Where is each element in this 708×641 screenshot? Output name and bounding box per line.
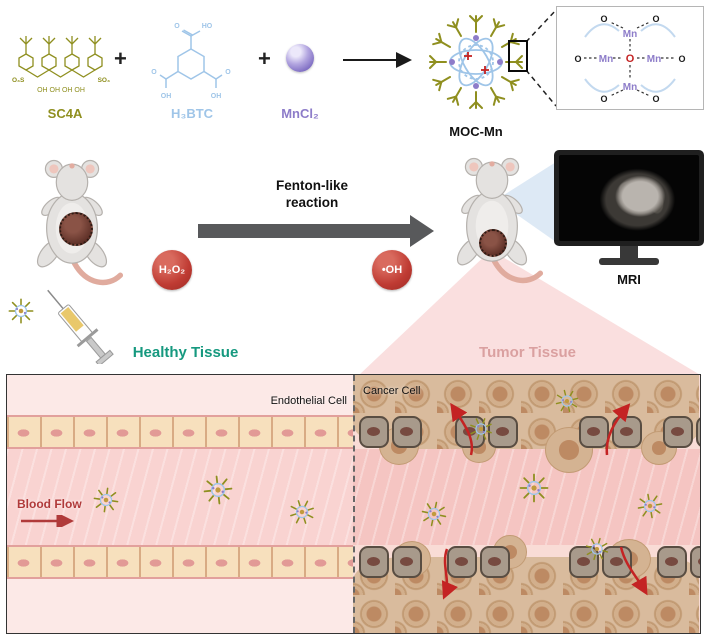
moc-particle-icon <box>202 474 235 507</box>
mncl2-label: MnCl₂ <box>281 106 319 121</box>
zoom-connector-lines <box>525 9 557 107</box>
fenton-reaction-label: Fenton-like reaction <box>275 178 348 210</box>
syringe <box>47 289 114 364</box>
tumor-endothelial-cell <box>663 416 693 448</box>
plus-sign-1: + <box>114 46 127 71</box>
moc-mn-label: MOC-Mn <box>449 124 503 139</box>
cancer-cell-label: Cancer Cell <box>363 385 421 397</box>
fenton-arrow-shaft <box>198 224 410 238</box>
moc-zoom-source-box <box>508 40 528 72</box>
mri-label: MRI <box>617 272 641 287</box>
sc4a-structure: O₃S SO₃ OH OH OH OH <box>12 36 110 94</box>
mn-cluster-diagram: O Mn Mn Mn Mn O O O O O O <box>574 14 685 104</box>
inset-mn-top: Mn <box>623 29 637 40</box>
tumor-endothelial-pair <box>657 546 700 578</box>
blood-flow-arrow <box>21 515 74 527</box>
blood-vessel-lumen-tumor <box>353 449 700 545</box>
hydroxyl-radical-badge: •OH <box>372 250 412 290</box>
blood-vessel-lumen-healthy <box>7 449 353 545</box>
h3btc-ho-top: HO <box>202 23 213 30</box>
inset-o-tr: O <box>652 14 659 24</box>
tumor-endothelial-cell <box>359 416 389 448</box>
moc-particle-icon <box>419 499 450 530</box>
tumor-endothelial-cell <box>447 546 477 578</box>
endothelial-row-top-healthy <box>7 415 353 449</box>
tumor-endothelial-cell <box>696 416 700 448</box>
h3btc-oh-left: OH <box>161 93 172 100</box>
tumor-spot-mouse-2 <box>479 229 507 257</box>
moc-mn-structure <box>429 15 523 109</box>
h3btc-structure: O HO O OH O OH <box>151 23 231 100</box>
sc4a-oh-row: OH OH OH OH <box>37 87 85 94</box>
extravasation-arrow-top-left <box>450 402 474 456</box>
cancer-cell-blob <box>641 431 677 465</box>
inset-o-right: O <box>678 54 685 64</box>
inset-o-left: O <box>574 54 581 64</box>
sc4a-so3-left: O₃S <box>12 77 25 84</box>
moc-particle-icon <box>635 491 665 521</box>
inset-mn-left: Mn <box>599 54 613 65</box>
sc4a-so3-right: SO₃ <box>98 77 110 84</box>
tumor-endothelial-pair <box>447 546 510 578</box>
h3btc-label: H₃BTC <box>170 106 214 121</box>
moc-particle-icon <box>91 485 120 514</box>
mri-view-beam <box>496 162 556 242</box>
monitor-stand-base <box>599 258 659 265</box>
mri-screen-image <box>559 155 699 241</box>
mn-cluster-inset: O Mn Mn Mn Mn O O O O O O <box>556 6 704 110</box>
mri-monitor <box>554 150 704 246</box>
tumor-endothelial-pair <box>359 546 422 578</box>
synthesis-arrow <box>343 52 412 68</box>
moc-particle-icon <box>519 473 549 503</box>
mouse-tumor <box>430 150 554 295</box>
extravasation-arrow-top-right <box>605 403 631 456</box>
tumor-spot-mouse-1 <box>59 212 93 246</box>
inset-o-br: O <box>652 94 659 104</box>
inset-o-center: O <box>626 53 635 65</box>
extravasation-arrow-bottom-left <box>441 548 458 600</box>
h3btc-o-top: O <box>174 23 180 30</box>
h3btc-o-right: O <box>225 69 231 76</box>
extravasation-arrow-bottom-right <box>619 546 648 596</box>
healthy-tumor-divider <box>353 375 355 633</box>
endothelial-cell-label: Endothelial Cell <box>270 395 347 407</box>
tumor-endothelial-pair <box>663 416 700 448</box>
endothelial-row-bottom-healthy <box>7 545 353 579</box>
inset-o-tl: O <box>600 14 607 24</box>
inset-mn-right: Mn <box>647 54 661 65</box>
inset-o-bl: O <box>600 94 607 104</box>
tumor-endothelial-pair <box>359 416 422 448</box>
tumor-endothelial-cell <box>657 546 687 578</box>
sc4a-label: SC4A <box>47 106 83 121</box>
zoom-cone <box>358 250 702 376</box>
mncl2-sphere <box>286 44 314 72</box>
tumor-endothelial-cell <box>392 416 422 448</box>
h3btc-o-left: O <box>151 69 157 76</box>
tissue-panel: Endothelial Cell Cancer Cell Blood Flow <box>6 374 701 634</box>
monitor-stand-neck <box>620 246 638 258</box>
tumor-endothelial-cell <box>579 416 609 448</box>
tumor-endothelial-cell <box>359 546 389 578</box>
h3btc-oh-right: OH <box>211 93 222 100</box>
tumor-endothelial-cell <box>480 546 510 578</box>
tumor-endothelial-cell <box>690 546 700 578</box>
healthy-tissue-title: Healthy Tissue <box>132 344 239 361</box>
h2o2-badge: H₂O₂ <box>152 250 192 290</box>
blood-flow-label: Blood Flow <box>17 497 82 511</box>
tumor-endothelial-cell <box>392 546 422 578</box>
inset-mn-bottom: Mn <box>623 82 637 93</box>
plus-sign-2: + <box>258 46 271 71</box>
tumor-endothelial-cell <box>569 546 599 578</box>
fenton-arrow-head <box>410 215 434 247</box>
